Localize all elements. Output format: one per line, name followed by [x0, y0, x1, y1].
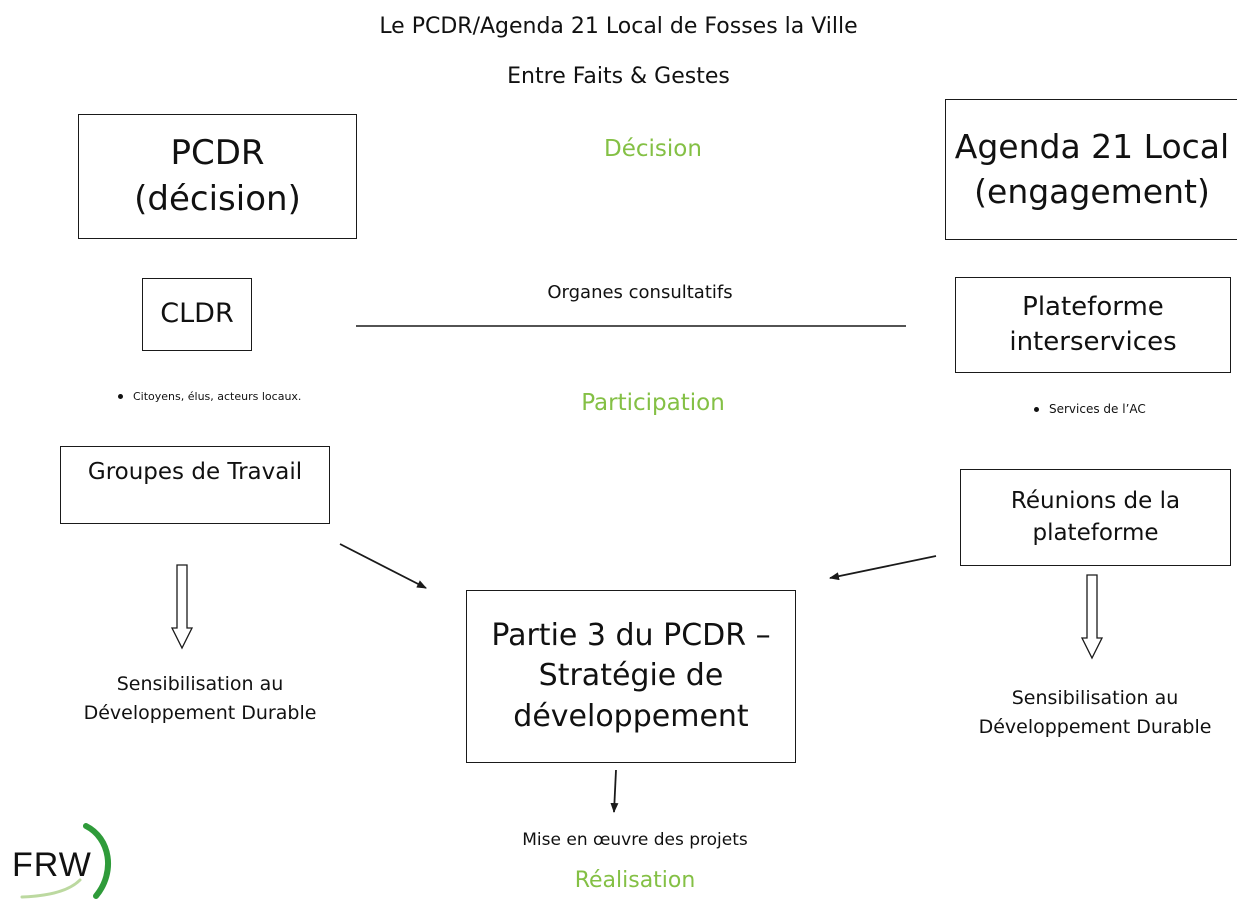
plateforme-interservices-box: Plateforme interservices: [955, 277, 1231, 373]
services-bullet: Services de l’AC: [1034, 402, 1146, 416]
agenda21-box-label: Agenda 21 Local (engagement): [954, 126, 1230, 211]
bullet-dot-icon: [118, 394, 123, 399]
strategie-box-label: Partie 3 du PCDR – Stratégie de développ…: [491, 617, 771, 734]
left-sensibilisation: Sensibilisation au Développement Durable: [83, 673, 317, 724]
reunions-plateforme-label: Réunions de la plateforme: [1010, 488, 1181, 546]
realisation-label: Réalisation: [574, 868, 696, 893]
reunions-to-strategie-arrow: [829, 555, 937, 581]
bullet-dot-icon: [1034, 406, 1039, 412]
pcdr-box-label: PCDR (décision): [134, 132, 301, 219]
right-sensibilisation: Sensibilisation au Développement Durable: [978, 687, 1212, 738]
diagram-title: Le PCDR/Agenda 21 Local de Fosses la Vil…: [379, 14, 858, 39]
reunions-plateforme-box: Réunions de la plateforme: [960, 469, 1231, 566]
left-hollow-down-arrow-icon: [170, 564, 194, 650]
decision-label: Décision: [604, 136, 702, 162]
groupes-to-strategie-arrow: [339, 543, 427, 589]
groupes-de-travail-box: Groupes de Travail: [60, 446, 330, 524]
cldr-box: CLDR: [142, 278, 252, 351]
cldr-box-label: CLDR: [160, 298, 234, 330]
strategie-to-mise-en-oeuvre-arrow: [610, 769, 619, 813]
services-bullet-text: Services de l’AC: [1049, 402, 1146, 416]
groupes-de-travail-label: Groupes de Travail: [87, 459, 303, 485]
participation-label: Participation: [581, 390, 725, 416]
diagram-subtitle: Entre Faits & Gestes: [507, 64, 730, 89]
cldr-bullet-text: Citoyens, élus, acteurs locaux.: [133, 390, 302, 403]
agenda21-box: Agenda 21 Local (engagement): [945, 99, 1237, 240]
pcdr-box: PCDR (décision): [78, 114, 357, 239]
strategie-box: Partie 3 du PCDR – Stratégie de développ…: [466, 590, 796, 763]
mise-en-oeuvre-label: Mise en œuvre des projets: [522, 830, 748, 850]
plateforme-interservices-label: Plateforme interservices: [1009, 291, 1177, 357]
frw-logo: FRW: [12, 846, 92, 884]
cldr-bullet: Citoyens, élus, acteurs locaux.: [118, 390, 301, 403]
organes-consultatifs-label: Organes consultatifs: [547, 282, 733, 303]
right-hollow-down-arrow-icon: [1080, 574, 1104, 660]
